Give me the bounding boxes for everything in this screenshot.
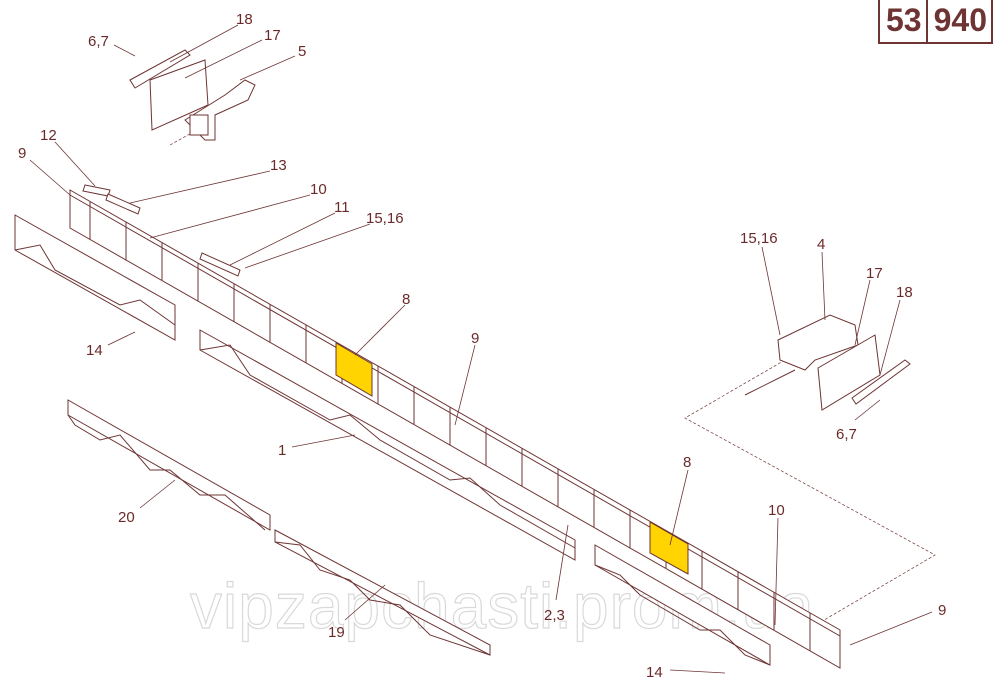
callout-2-3: 2,3: [544, 607, 565, 624]
flap-strip: [69, 189, 841, 669]
callout-1: 1: [278, 442, 286, 459]
callout-15-16: 15,16: [366, 210, 404, 227]
callout-9-right: 9: [938, 602, 946, 619]
plate-13: [105, 193, 141, 215]
callout-4: 4: [817, 236, 825, 253]
flap-highlight-8b: [649, 521, 689, 575]
callout-labels: 18 6,7 17 5 12 9 13 10 11 15,16 14 8 9 1…: [18, 11, 946, 681]
section-number: 53: [886, 2, 922, 38]
callout-9: 9: [18, 145, 26, 162]
callout-18-right: 18: [896, 284, 913, 301]
rail-part-20: [67, 399, 271, 531]
flap-highlight-8: [335, 342, 373, 397]
callout-17-right: 17: [866, 265, 883, 282]
leader-lines: [29, 24, 933, 674]
callout-14-bottom: 14: [646, 664, 663, 681]
callout-14: 14: [86, 342, 103, 359]
callout-10: 10: [310, 181, 327, 198]
callout-17: 17: [264, 27, 281, 44]
callout-20: 20: [118, 509, 135, 526]
callout-18: 18: [236, 11, 253, 28]
callout-13: 13: [270, 157, 287, 174]
bracket-assembly-left: [129, 49, 256, 141]
callout-9-mid: 9: [471, 330, 479, 347]
callout-8: 8: [402, 291, 410, 308]
callout-5: 5: [298, 43, 306, 60]
callout-15-16-right: 15,16: [740, 230, 778, 247]
callout-19: 19: [328, 624, 345, 641]
callout-12: 12: [40, 127, 57, 144]
assembly-guide-line: [684, 359, 936, 641]
callout-11: 11: [334, 199, 350, 216]
page-code-box: 53 940: [878, 0, 993, 44]
rail-part-1: [14, 214, 771, 666]
callout-8-right: 8: [683, 454, 691, 471]
callout-6-7: 6,7: [88, 33, 109, 50]
page-number: 940: [925, 0, 991, 42]
rail-part-19: [274, 529, 491, 656]
callout-6-7-right: 6,7: [836, 426, 857, 443]
plate-12: [82, 184, 111, 197]
bracket-assembly-right: [744, 314, 911, 411]
plate-11: [199, 252, 241, 277]
callout-10-right: 10: [768, 502, 785, 519]
